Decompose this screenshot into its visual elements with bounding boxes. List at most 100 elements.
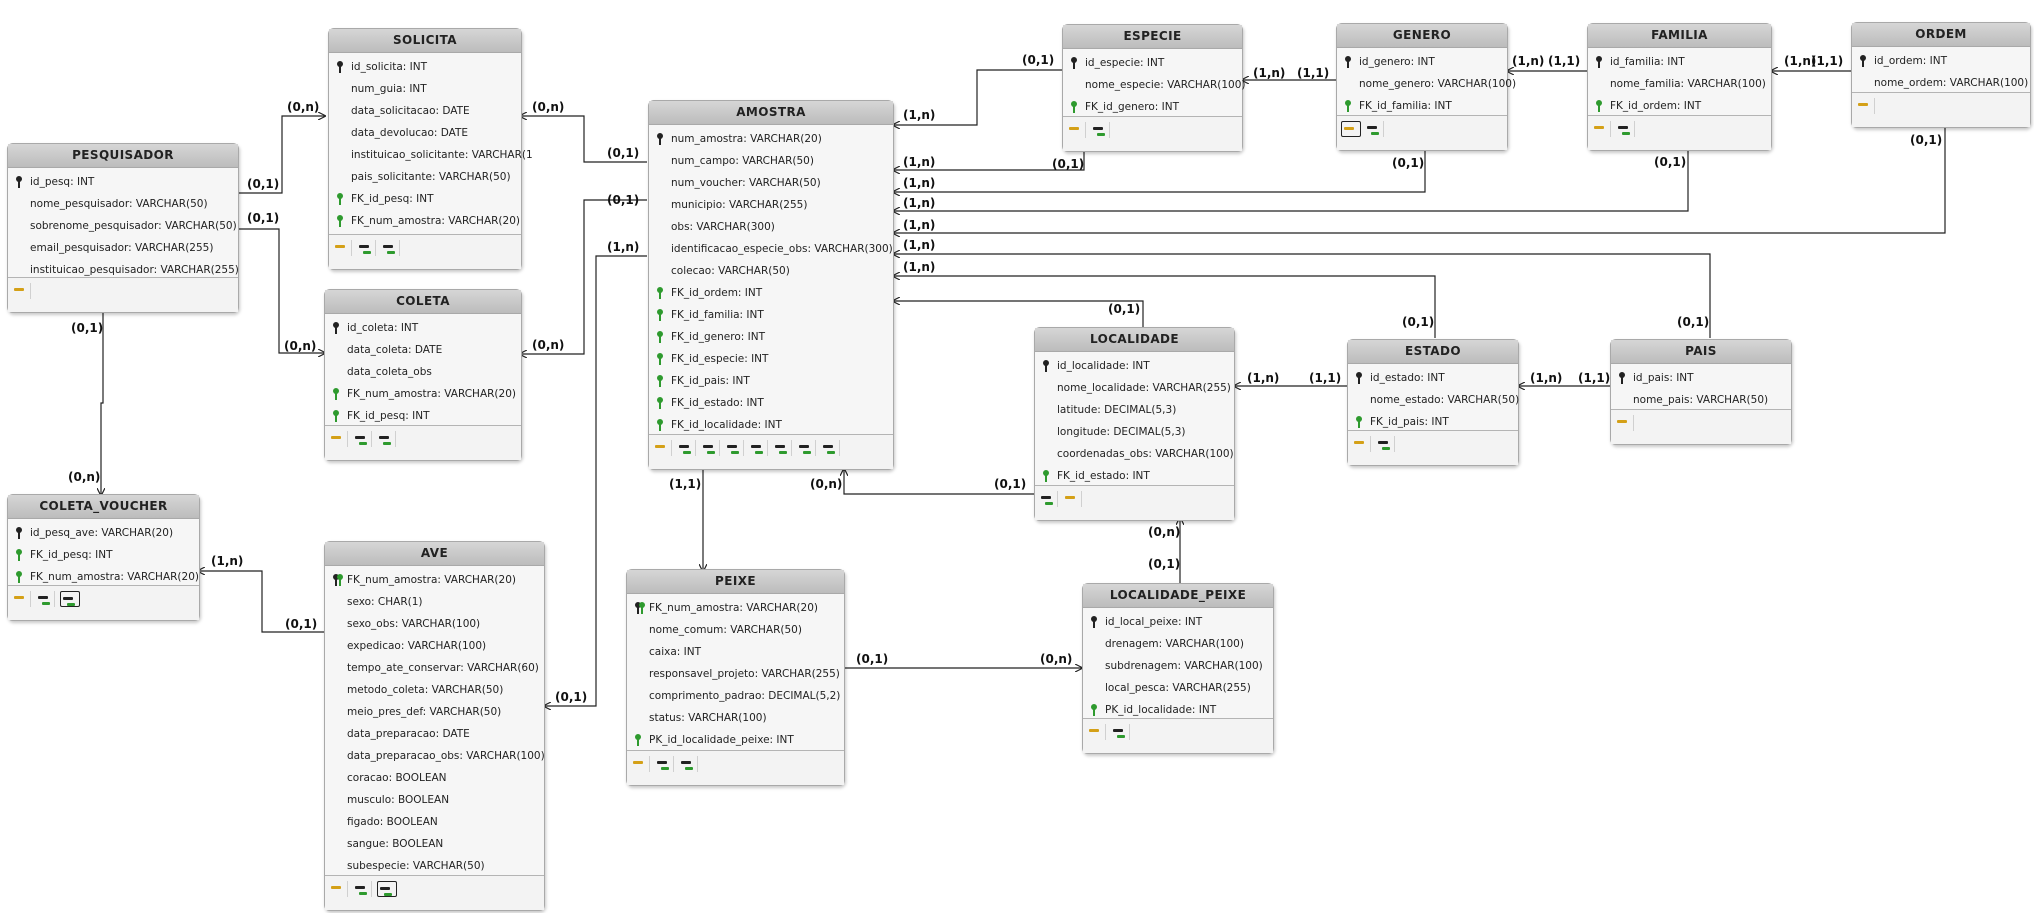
attribute-row[interactable]: municipio: VARCHAR(255): [649, 194, 893, 216]
attribute-row[interactable]: id_familia: INT: [1588, 51, 1771, 73]
attribute-row[interactable]: FK_id_especie: INT: [649, 348, 893, 370]
attribute-row[interactable]: email_pesquisador: VARCHAR(255): [8, 237, 238, 259]
foreign-index-icon[interactable]: [655, 756, 674, 772]
attribute-row[interactable]: id_local_peixe: INT: [1083, 611, 1273, 633]
attribute-row[interactable]: id_genero: INT: [1337, 51, 1507, 73]
foreign-index-icon[interactable]: [36, 591, 55, 607]
foreign-index-icon[interactable]: [749, 440, 768, 456]
attribute-row[interactable]: nome_pais: VARCHAR(50): [1611, 389, 1791, 411]
foreign-index-icon[interactable]: [797, 440, 816, 456]
attribute-row[interactable]: FK_id_localidade: INT: [649, 414, 893, 436]
primary-index-icon[interactable]: [631, 756, 650, 772]
primary-index-icon[interactable]: [1063, 491, 1082, 507]
attribute-row[interactable]: data_preparacao: DATE: [325, 723, 544, 745]
attribute-row[interactable]: id_localidade: INT: [1035, 355, 1234, 377]
foreign-index-icon[interactable]: [725, 440, 744, 456]
attribute-row[interactable]: num_campo: VARCHAR(50): [649, 150, 893, 172]
attribute-row[interactable]: nome_estado: VARCHAR(50): [1348, 389, 1519, 411]
foreign-index-icon[interactable]: [1039, 491, 1058, 507]
foreign-index-icon[interactable]: [60, 591, 80, 607]
attribute-row[interactable]: coracao: BOOLEAN: [325, 767, 544, 789]
attribute-row[interactable]: instituicao_pesquisador: VARCHAR(255): [8, 259, 239, 281]
attribute-row[interactable]: FK_num_amostra: VARCHAR(20): [325, 569, 544, 591]
attribute-row[interactable]: pais_solicitante: VARCHAR(50): [329, 166, 521, 188]
attribute-row[interactable]: FK_id_genero: INT: [1063, 96, 1242, 118]
attribute-row[interactable]: nome_ordem: VARCHAR(100): [1852, 72, 2030, 94]
attribute-row[interactable]: FK_num_amostra: VARCHAR(20): [627, 597, 844, 619]
foreign-index-icon[interactable]: [679, 756, 698, 772]
attribute-row[interactable]: data_coleta: DATE: [325, 339, 521, 361]
attribute-row[interactable]: comprimento_padrao: DECIMAL(5,2): [627, 685, 844, 707]
foreign-index-icon[interactable]: [1365, 121, 1384, 137]
attribute-row[interactable]: expedicao: VARCHAR(100): [325, 635, 544, 657]
foreign-index-icon[interactable]: [353, 881, 372, 897]
foreign-index-icon[interactable]: [353, 431, 372, 447]
foreign-index-icon[interactable]: [357, 240, 376, 256]
attribute-row[interactable]: id_pesq: INT: [8, 171, 238, 193]
attribute-row[interactable]: sangue: BOOLEAN: [325, 833, 544, 855]
attribute-row[interactable]: FK_id_familia: INT: [649, 304, 893, 326]
foreign-index-icon[interactable]: [377, 881, 397, 897]
attribute-row[interactable]: id_pais: INT: [1611, 367, 1791, 389]
attribute-row[interactable]: id_estado: INT: [1348, 367, 1518, 389]
attribute-row[interactable]: data_preparacao_obs: VARCHAR(100): [325, 745, 545, 767]
attribute-row[interactable]: status: VARCHAR(100): [627, 707, 844, 729]
attribute-row[interactable]: tempo_ate_conservar: VARCHAR(60): [325, 657, 544, 679]
attribute-row[interactable]: FK_id_pesq: INT: [325, 405, 521, 427]
attribute-row[interactable]: metodo_coleta: VARCHAR(50): [325, 679, 544, 701]
attribute-row[interactable]: nome_localidade: VARCHAR(255): [1035, 377, 1234, 399]
foreign-index-icon[interactable]: [821, 440, 840, 456]
attribute-row[interactable]: latitude: DECIMAL(5,3): [1035, 399, 1234, 421]
attribute-row[interactable]: FK_id_ordem: INT: [1588, 95, 1771, 117]
attribute-row[interactable]: FK_id_genero: INT: [649, 326, 893, 348]
foreign-index-icon[interactable]: [381, 240, 400, 256]
attribute-row[interactable]: FK_id_pais: INT: [1348, 411, 1518, 433]
attribute-row[interactable]: FK_id_pesq: INT: [329, 188, 521, 210]
attribute-row[interactable]: num_guia: INT: [329, 78, 521, 100]
attribute-row[interactable]: nome_genero: VARCHAR(100): [1337, 73, 1516, 95]
attribute-row[interactable]: subdrenagem: VARCHAR(100): [1083, 655, 1273, 677]
attribute-row[interactable]: musculo: BOOLEAN: [325, 789, 544, 811]
attribute-row[interactable]: drenagem: VARCHAR(100): [1083, 633, 1273, 655]
attribute-row[interactable]: FK_id_familia: INT: [1337, 95, 1507, 117]
attribute-row[interactable]: PK_id_localidade: INT: [1083, 699, 1273, 721]
attribute-row[interactable]: data_devolucao: DATE: [329, 122, 521, 144]
primary-index-icon[interactable]: [1856, 98, 1875, 114]
attribute-row[interactable]: FK_id_pais: INT: [649, 370, 893, 392]
attribute-row[interactable]: figado: BOOLEAN: [325, 811, 544, 833]
attribute-row[interactable]: id_coleta: INT: [325, 317, 521, 339]
attribute-row[interactable]: meio_pres_def: VARCHAR(50): [325, 701, 544, 723]
attribute-row[interactable]: id_especie: INT: [1063, 52, 1242, 74]
attribute-row[interactable]: FK_num_amostra: VARCHAR(20): [329, 210, 521, 232]
attribute-row[interactable]: caixa: INT: [627, 641, 844, 663]
attribute-row[interactable]: FK_id_estado: INT: [1035, 465, 1234, 487]
attribute-row[interactable]: longitude: DECIMAL(5,3): [1035, 421, 1234, 443]
attribute-row[interactable]: id_pesq_ave: VARCHAR(20): [8, 522, 199, 544]
attribute-row[interactable]: FK_num_amostra: VARCHAR(20): [325, 383, 521, 405]
attribute-row[interactable]: FK_id_ordem: INT: [649, 282, 893, 304]
attribute-row[interactable]: num_amostra: VARCHAR(20): [649, 128, 893, 150]
attribute-row[interactable]: data_solicitacao: DATE: [329, 100, 521, 122]
primary-index-icon[interactable]: [1352, 436, 1371, 452]
attribute-row[interactable]: nome_familia: VARCHAR(100): [1588, 73, 1771, 95]
attribute-row[interactable]: nome_pesquisador: VARCHAR(50): [8, 193, 238, 215]
foreign-index-icon[interactable]: [1091, 122, 1110, 138]
foreign-index-icon[interactable]: [1616, 121, 1635, 137]
foreign-index-icon[interactable]: [377, 431, 396, 447]
attribute-row[interactable]: obs: VARCHAR(300): [649, 216, 893, 238]
attribute-row[interactable]: num_voucher: VARCHAR(50): [649, 172, 893, 194]
attribute-row[interactable]: FK_id_pesq: INT: [8, 544, 199, 566]
primary-index-icon[interactable]: [329, 431, 348, 447]
